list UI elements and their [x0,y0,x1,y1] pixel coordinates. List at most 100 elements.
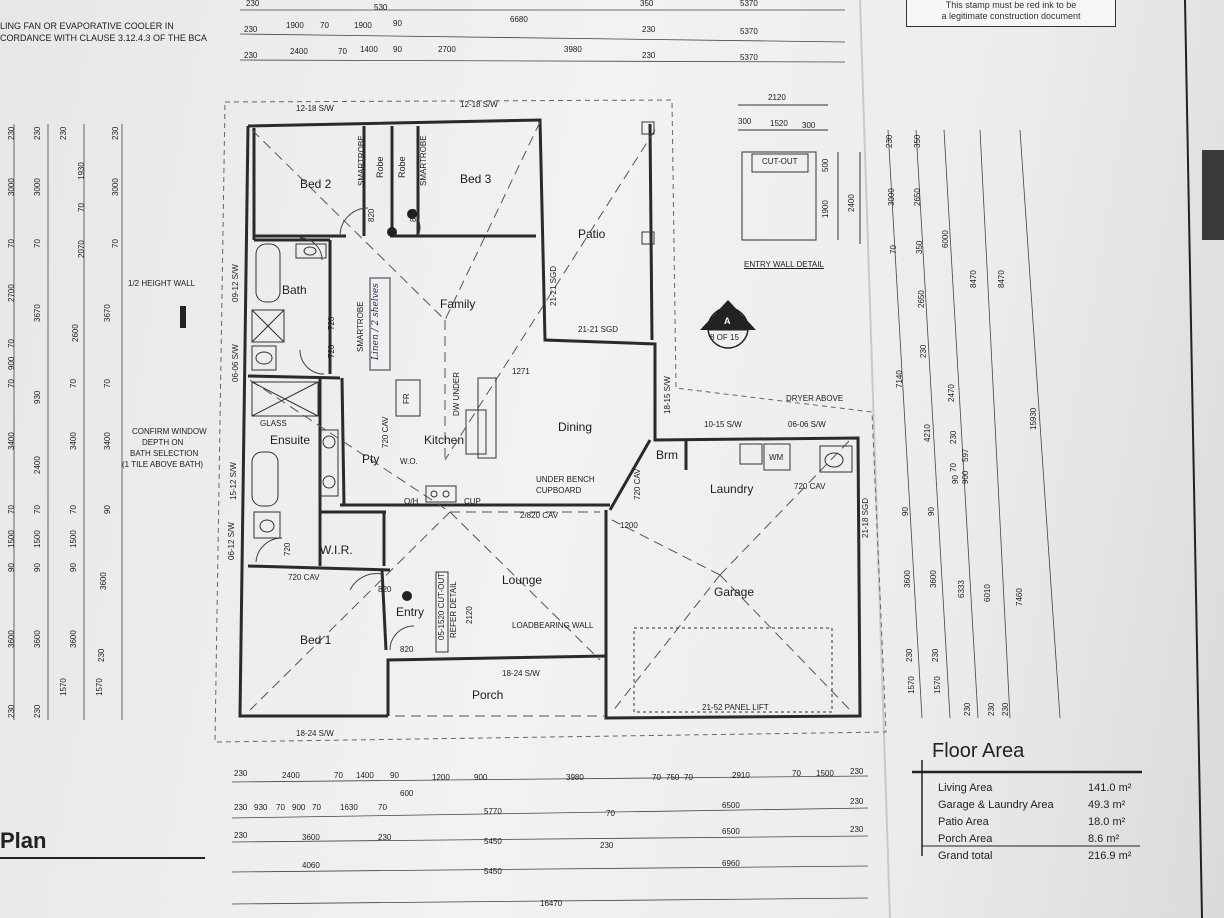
floor-area-title: Floor Area [932,740,1025,762]
dim-label: 70 [103,379,112,388]
dim-label: 70 [889,245,898,254]
dim-label: 70 [949,463,958,472]
confirm-note-line1: CONFIRM WINDOW [132,427,207,436]
dim-label: 2470 [947,384,956,402]
stamp-line2: a legitimate construction document [941,11,1081,21]
floor-area-value: 18.0 m² [1088,816,1126,828]
dim-label: 70 [320,21,329,30]
dim-label: 6010 [983,584,992,602]
door-width-label: 720 [327,316,336,330]
dim-label: 70 [69,505,78,514]
room-pty: Pty [362,452,380,466]
sgd-label: 21-18 SGD [861,497,870,538]
dim-label: 1500 [69,530,78,548]
dim-label: 3600 [33,630,42,648]
dim-label: 3000 [887,188,896,206]
floor-area-value: 216.9 m² [1088,850,1132,862]
room-lounge: Lounge [502,573,543,587]
dim-label: 3600 [7,630,16,648]
dim-label: 350 [640,0,654,8]
room-robe2: Robe [397,156,407,178]
dim-label: 90 [390,771,399,780]
dim-label: 230 [234,803,248,812]
confirm-note-line3: BATH SELECTION [130,449,199,458]
dim-label: 230 [1001,702,1010,716]
dim-label: 90 [33,563,42,572]
dim-label: 6500 [722,827,740,836]
dim-label: 300 [802,121,816,130]
dim-label: 900 [7,356,16,370]
dim-label: 5450 [484,867,502,876]
dim-label: 70 [338,47,347,56]
sw-label: 12-18 S/W [296,104,334,113]
dim-label: 70 [7,339,16,348]
dim-label: 230 [59,126,68,140]
dim-label: 1570 [933,676,942,694]
dim-label: 1570 [907,676,916,694]
dim-label: 1500 [33,530,42,548]
dim-label: 2400 [290,47,308,56]
loadbearing-wall-note: LOADBEARING WALL [512,621,594,630]
dim-label: 90 [951,475,960,484]
dim-label: 70 [334,771,343,780]
dim-label: 900 [292,803,306,812]
sw-label: 18-24 S/W [502,669,540,678]
dim-label: 300 [738,117,752,126]
dim-label: 230 [378,833,392,842]
cutout-note-line2: REFER DETAIL [449,581,458,638]
dim-label: 230 [244,51,258,60]
dim-label: 8470 [969,270,978,288]
dim-label: 3600 [903,570,912,588]
dim-label: 230 [33,126,42,140]
dim-label: 230 [885,134,894,148]
dim-label: 230 [33,704,42,718]
dim-label: 16470 [540,899,563,908]
floor-area-label: Porch Area [938,833,993,845]
dim-label: 90 [7,563,16,572]
under-bench-note-line1: UNDER BENCH [536,475,595,484]
floor-area-table: Floor Area Living Area 141.0 m² Garage &… [912,740,1142,862]
sw-label: 12-18 S/W [460,100,498,109]
floor-area-row: Grand total 216.9 m² [938,850,1138,862]
dim-label: 350 [915,240,924,254]
floor-area-row: Patio Area 18.0 m² [938,816,1138,828]
room-cup: CUP [464,497,481,506]
room-bed3: Bed 3 [460,172,492,186]
dim-label: 6960 [722,859,740,868]
dim-label: 1500 [816,769,834,778]
dim-label: 3000 [7,178,16,196]
dim-label: 230 [234,831,248,840]
dim-label: 90 [393,19,402,28]
sgd-label: 21-21 SGD [578,325,619,334]
dim-label: 90 [901,507,910,516]
dim-label: 3600 [99,572,108,590]
dim-label: 70 [312,803,321,812]
room-bath: Bath [282,283,307,297]
dim-label: 7460 [1015,588,1024,606]
floor-area-row: Garage & Laundry Area 49.3 m² [938,799,1138,811]
dim-label: 230 [7,126,16,140]
room-entry: Entry [396,605,425,619]
diagonal-dim-label: 1271 [512,367,530,376]
dim-label: 70 [606,809,615,818]
room-smartrobe2: SMARTROBE [419,135,428,186]
cavity-door-label: 720 CAV [794,482,826,491]
dim-label: 230 [905,648,914,662]
dim-label: 70 [652,773,661,782]
entry-wall-detail-title: ENTRY WALL DETAIL [744,260,824,269]
dim-label: 70 [276,803,285,812]
section-marker-ref: 8 OF 15 [710,333,739,342]
dim-label: 2120 [768,93,786,102]
panel-lift-note: 21-52 PANEL LIFT [702,703,769,712]
confirm-note-line4: (1 TILE ABOVE BATH) [122,460,204,469]
dim-label: 5450 [484,837,502,846]
room-robe1: Robe [375,156,385,178]
dim-label: 4210 [923,424,932,442]
dim-label: 3600 [302,833,320,842]
dim-label: 1570 [95,678,104,696]
dim-label: 8470 [997,270,1006,288]
dim-label: 70 [792,769,801,778]
dim-label: 2070 [77,240,86,258]
